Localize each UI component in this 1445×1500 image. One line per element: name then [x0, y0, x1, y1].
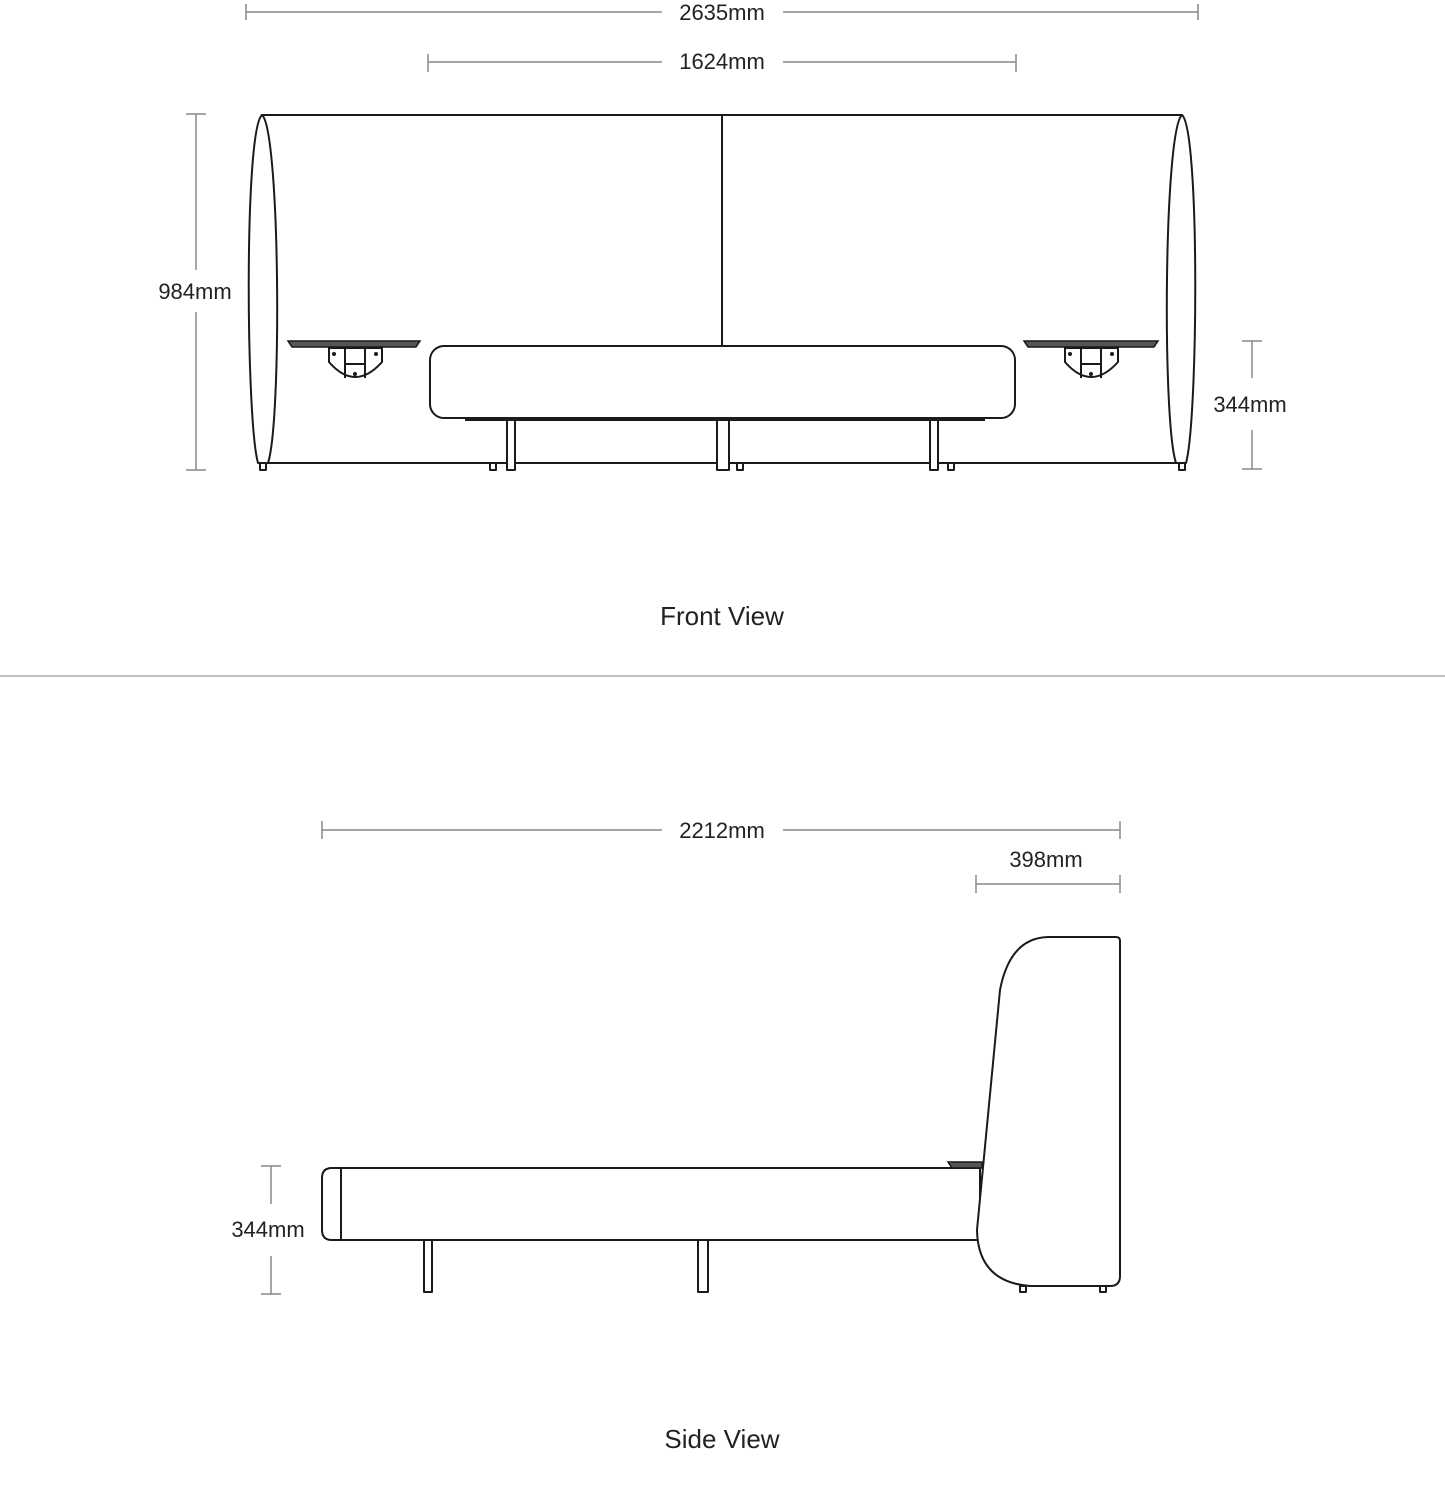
nightstand-side: [946, 1161, 983, 1169]
dimension-label: 344mm: [1213, 392, 1286, 417]
bed-base-side: [321, 1161, 983, 1293]
dimension-mattress-width: 1624mm: [427, 49, 1017, 74]
right-nightstand: [1022, 340, 1160, 378]
left-wing: [247, 114, 279, 464]
dimension-headboard-depth: 398mm: [975, 847, 1121, 893]
dimension-label: 398mm: [1009, 847, 1082, 872]
dimension-label: 344mm: [231, 1217, 304, 1242]
dimension-label: 2212mm: [679, 818, 765, 843]
bed-base: [429, 345, 1016, 471]
dimension-overall-length: 2212mm: [321, 818, 1121, 843]
dimension-overall-width: 2635mm: [245, 0, 1199, 25]
dimension-overall-height: 984mm: [158, 113, 232, 471]
side-view-title: Side View: [664, 1424, 779, 1454]
dimension-label: 2635mm: [679, 0, 765, 25]
dimension-label: 984mm: [158, 279, 231, 304]
dimension-bed-height-side: 344mm: [231, 1165, 305, 1295]
left-nightstand: [286, 340, 422, 378]
dimension-bed-height: 344mm: [1213, 340, 1287, 470]
headboard-side: [976, 936, 1121, 1293]
side-view: 2212mm 398mm 344mm Side View: [231, 818, 1121, 1454]
front-view: 2635mm 1624mm 984mm 344mm: [158, 0, 1286, 631]
front-view-title: Front View: [660, 601, 784, 631]
dimension-label: 1624mm: [679, 49, 765, 74]
right-wing: [1165, 114, 1197, 464]
